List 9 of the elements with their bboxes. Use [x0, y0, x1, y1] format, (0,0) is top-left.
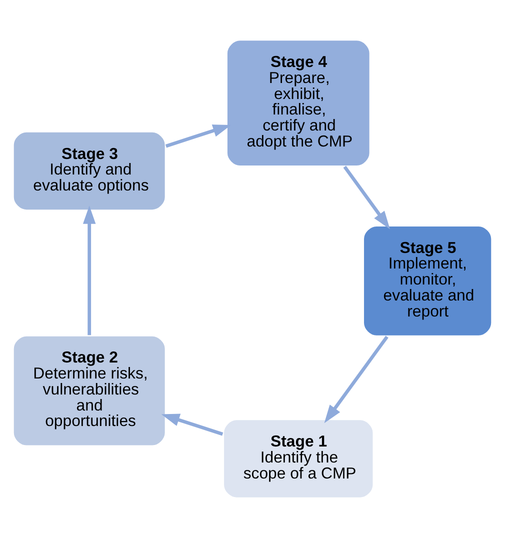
- arrow: [343, 166, 390, 230]
- node-box: Stage 2 Determine risks, vulnerabilities and opportunities: [12, 334, 168, 448]
- arrow: [82, 206, 96, 336]
- node-box: Stage 1 Identify the scope of a CMP: [222, 418, 375, 500]
- node-box: Stage 5 Implement, monitor, evaluate and report: [362, 224, 494, 338]
- arrow: [324, 336, 388, 424]
- node-box: Stage 4 Prepare, exhibit, finalise, certify and adopt the CMP: [225, 38, 372, 168]
- node-box: Stage 3 Identify and evaluate options: [12, 130, 168, 212]
- arrow: [161, 414, 224, 436]
